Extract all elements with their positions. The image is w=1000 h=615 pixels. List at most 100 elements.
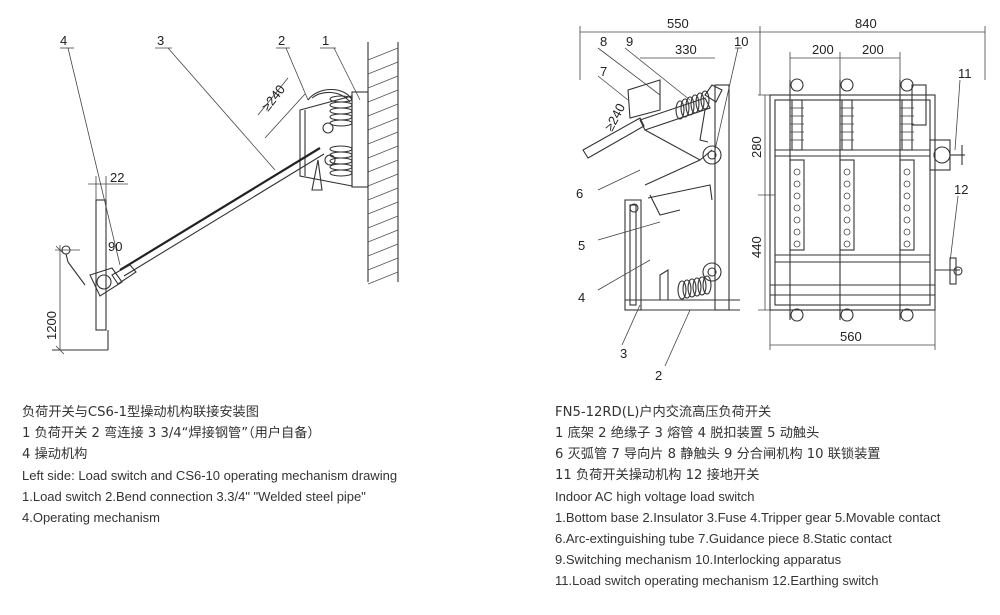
- dim-22: [88, 176, 128, 200]
- wall-hatch-line: [367, 215, 399, 229]
- left-dim-90: 90: [108, 239, 122, 254]
- fuse-mark: [903, 240, 911, 248]
- phase-contact: [901, 99, 913, 151]
- terminal: [900, 78, 914, 92]
- insulator-rib: [329, 101, 353, 109]
- wall-hatch-line: [367, 131, 399, 145]
- right-callout-9: 9: [626, 34, 633, 49]
- wall-hatch-line: [367, 61, 399, 75]
- right-caption-items-1: 1 底架 2 绝缘子 3 熔管 4 脱扣装置 5 动触头: [555, 426, 820, 441]
- terminal: [840, 78, 854, 92]
- insulator-rib: [675, 100, 685, 120]
- wall-hatch-line: [367, 159, 399, 173]
- right-caption-items-en-4: 11.Load switch operating mechanism 12.Ea…: [555, 573, 879, 588]
- insulator-rib: [329, 107, 353, 115]
- insulator-rib: [702, 275, 712, 295]
- left-callout-3: 3: [157, 33, 164, 48]
- wall: [367, 42, 399, 285]
- insulator-rib: [329, 163, 353, 171]
- fuse-mark: [793, 228, 801, 236]
- fuse-mark: [903, 216, 911, 224]
- wall-hatch-line: [367, 271, 399, 285]
- phase-contact: [841, 99, 853, 151]
- insulator-rib: [692, 277, 702, 297]
- right-callout-3: 3: [620, 346, 627, 361]
- dim-560: 560: [840, 329, 862, 344]
- left-caption: 负荷开关与CS6-1型操动机构联接安装图 1 负荷开关 2 弯连接 3 3/4“…: [22, 402, 397, 528]
- fuse-mark: [903, 192, 911, 200]
- left-dim-22: 22: [110, 170, 124, 185]
- right-callout-7: 7: [600, 64, 607, 79]
- right-callout-5: 5: [578, 238, 585, 253]
- right-caption-desc-en: Indoor AC high voltage load switch: [555, 489, 755, 504]
- terminal: [840, 308, 854, 322]
- right-caption-items-2: 6 灭弧管 7 导向片 8 静触头 9 分合闸机构 10 联锁装置: [555, 447, 881, 462]
- right-callout-11: 11: [958, 66, 972, 81]
- left-caption-desc-en: Left side: Load switch and CS6-10 operat…: [22, 468, 398, 483]
- right-caption-title: FN5-12RD(L)户内交流高压负荷开关: [555, 405, 772, 420]
- terminal: [790, 308, 804, 322]
- fuse-tube: [839, 159, 855, 251]
- insulator-rib: [329, 119, 353, 127]
- terminal: [900, 308, 914, 322]
- phase-contact: [791, 99, 803, 151]
- wall-hatch-line: [367, 229, 399, 243]
- fuse-mark: [843, 168, 851, 176]
- right-callout-2: 2: [655, 368, 662, 383]
- wall-hatch-line: [367, 75, 399, 89]
- right-caption-items-en-1: 1.Bottom base 2.Insulator 3.Fuse 4.Tripp…: [555, 510, 941, 525]
- fuse-mark: [843, 192, 851, 200]
- left-caption-items-1: 1 负荷开关 2 弯连接 3 3/4“焊接钢管”（用户自备）: [22, 426, 321, 441]
- fuse-mark: [903, 168, 911, 176]
- side-view: [582, 79, 740, 311]
- dim-280: 280: [749, 136, 764, 158]
- dim-440: 440: [749, 236, 764, 258]
- welded-steel-pipe: [119, 147, 325, 277]
- floor: [52, 245, 109, 355]
- right-callout-4: 4: [578, 290, 585, 305]
- wall-hatch-line: [367, 89, 399, 103]
- fuse-mark: [903, 180, 911, 188]
- insulator-rib: [687, 278, 697, 298]
- technical-drawings: 4 3 2 1 22 90 1200 ≥240: [44, 16, 986, 383]
- insulator-rib: [685, 96, 695, 116]
- insulator-rib: [690, 94, 700, 114]
- left-callout-4: 4: [60, 33, 67, 48]
- wall-hatch-line: [367, 103, 399, 117]
- left-caption-items-2: 4 操动机构: [22, 447, 88, 462]
- fuse-mark: [843, 204, 851, 212]
- left-caption-title: 负荷开关与CS6-1型操动机构联接安装图: [22, 405, 259, 420]
- wall-hatch-line: [367, 47, 399, 61]
- insulator-rib: [697, 276, 707, 296]
- left-figure: 4 3 2 1 22 90 1200 ≥240: [44, 33, 399, 355]
- load-switch: [299, 88, 369, 191]
- right-callout-10: 10: [734, 34, 748, 49]
- left-caption-items-en-2: 4.Operating mechanism: [22, 510, 161, 525]
- fuse-mark: [843, 228, 851, 236]
- insulator-rib: [677, 280, 687, 300]
- wall-hatch-line: [367, 173, 399, 187]
- wall-hatch-line: [367, 243, 399, 257]
- operating-mechanism: [61, 199, 137, 331]
- dim-bend-right: ≥240: [601, 101, 628, 133]
- left-caption-items-en-1: 1.Load switch 2.Bend connection 3.3/4" "…: [22, 489, 366, 504]
- right-callout-12: 12: [954, 182, 968, 197]
- insulator-rib: [329, 169, 353, 177]
- right-caption-items-en-3: 9.Switching mechanism 10.Interlocking ap…: [555, 552, 842, 567]
- left-callout-2: 2: [278, 33, 285, 48]
- fuse-mark: [793, 240, 801, 248]
- fuse-mark: [793, 180, 801, 188]
- fuse-mark: [903, 228, 911, 236]
- insulator-rib: [680, 98, 690, 118]
- fuse-mark: [843, 216, 851, 224]
- fuse-mark: [793, 192, 801, 200]
- fuse-mark: [793, 204, 801, 212]
- fuse-tube: [899, 159, 915, 251]
- right-callout-8: 8: [600, 34, 607, 49]
- dim-200-b: 200: [862, 42, 884, 57]
- fuse-tube: [789, 159, 805, 251]
- fuse-mark: [903, 204, 911, 212]
- terminal: [790, 78, 804, 92]
- insulator-rib: [329, 145, 353, 153]
